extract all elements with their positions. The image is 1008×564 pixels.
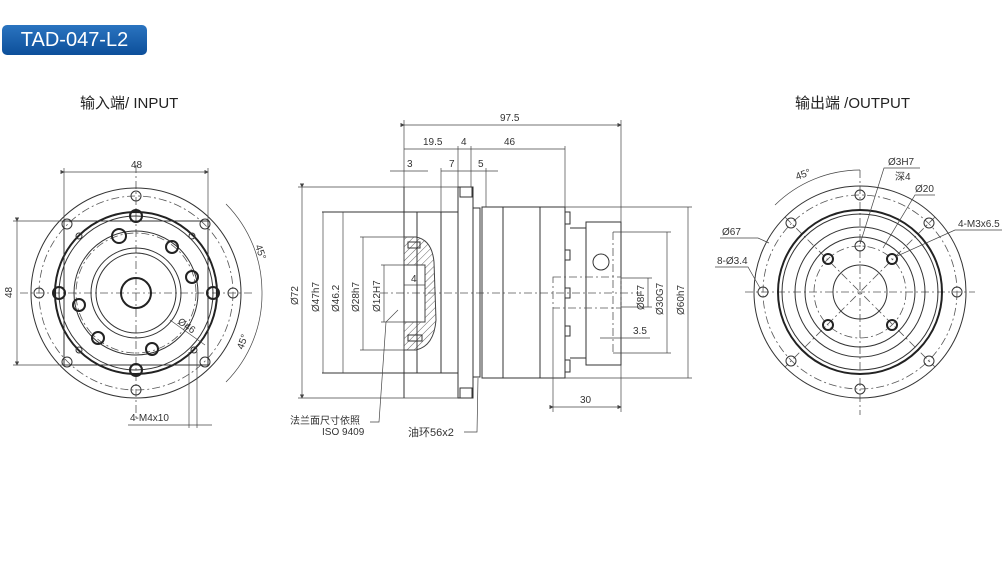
dim-46: 46 xyxy=(504,137,516,148)
oil-ring-note: 油环56x2 xyxy=(408,425,454,439)
pin-label: Ø3H7 xyxy=(888,157,915,168)
dim-3-5: 3.5 xyxy=(633,326,647,337)
dim-3: 3 xyxy=(407,159,413,170)
output-pcd-label: Ø20 xyxy=(915,184,934,195)
dim-dia46-2: Ø46.2 xyxy=(331,284,342,312)
dim-19-5: 19.5 xyxy=(423,137,443,148)
dim-width-48: 48 xyxy=(131,160,143,171)
dim-height-48: 48 xyxy=(4,286,15,298)
dim-dia12: Ø12H7 xyxy=(372,280,383,312)
dim-dia28: Ø28h7 xyxy=(351,282,362,312)
dia67-label: Ø67 xyxy=(722,227,741,238)
dim-dia72: Ø72 xyxy=(290,286,301,305)
dim-total-97-5: 97.5 xyxy=(500,113,520,124)
flange-note-2: ISO 9409 xyxy=(322,427,365,438)
bolt-holes xyxy=(33,190,239,396)
dim-dia30: Ø30G7 xyxy=(655,282,666,315)
dim-dia47: Ø47h7 xyxy=(311,282,322,312)
angle-top: 45° xyxy=(252,243,268,261)
dim-4: 4 xyxy=(461,137,467,148)
dim-dia8: Ø8F7 xyxy=(636,285,647,310)
dim-pcd-46: Ø46 xyxy=(175,316,197,336)
dim-dia60: Ø60h7 xyxy=(676,285,687,315)
dim-5: 5 xyxy=(478,159,484,170)
dim-30: 30 xyxy=(580,395,592,406)
input-view-title: 输入端/ INPUT xyxy=(80,95,179,112)
dim-7: 7 xyxy=(449,159,455,170)
side-section-view: 97.5 19.5 4 46 3 7 5 4 Ø72 Ø47h7 Ø46.2 Ø… xyxy=(290,113,692,439)
output-angle: 45° xyxy=(794,167,812,183)
dim-inner-4: 4 xyxy=(411,274,417,285)
output-view-title: 输出端 /OUTPUT xyxy=(795,95,910,112)
thread-label: 4-M4x10 xyxy=(130,413,169,424)
output-thread-label: 4-M3x6.5 xyxy=(958,219,1000,230)
output-flange-view: 45° Ø3H7 深4 Ø20 4-M3x6.5 Ø67 8-Ø3.4 xyxy=(715,157,1002,415)
holes-label: 8-Ø3.4 xyxy=(717,256,748,267)
angle-bottom: 45° xyxy=(235,333,251,351)
flange-note-1: 法兰面尺寸依照 xyxy=(290,414,360,427)
model-badge: TAD-047-L2 xyxy=(2,25,147,55)
input-flange-view: 48 48 45° 45° Ø46 4-M4x10 xyxy=(4,160,268,428)
output-bolt-holes xyxy=(757,189,963,395)
pin-depth-label: 深4 xyxy=(895,171,911,183)
